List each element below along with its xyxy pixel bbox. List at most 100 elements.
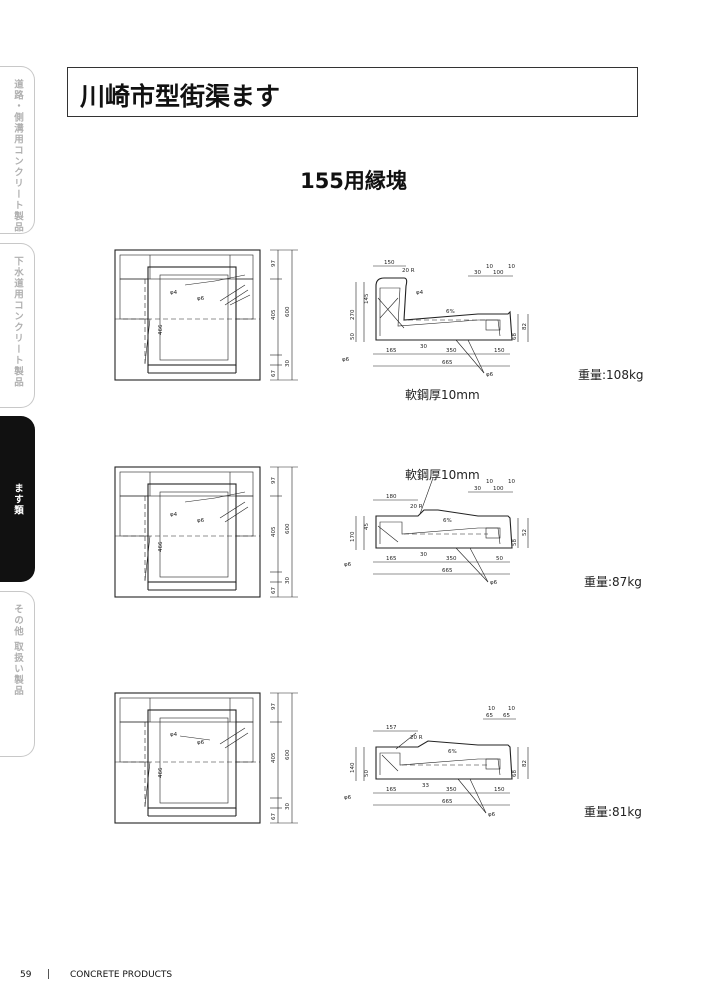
dim-label: 150 [494,787,505,793]
dim-label: 150 [494,348,505,354]
weight-label-2: 重量:87kg [584,575,642,589]
dim-label: 466 [158,324,164,335]
dim-label: φ4 [416,290,424,296]
dim-label: 30 [285,360,291,367]
section-view-drawing-3: 157 20 R 10 10 65 65 6% 140 50 φ6 165 33… [344,706,529,818]
dim-label: 82 [522,323,528,330]
sidebar-tab-road-products[interactable]: 道路・側溝用コンクリート製品 [0,66,35,234]
sidebar-tab-label: 下水道用コンクリート製品 [12,256,23,388]
dim-label: φ4 [170,512,178,518]
dim-label: 100 [493,486,504,492]
dim-label: 67 [271,370,277,377]
dim-label: 58 [512,539,518,546]
dim-label: φ6 [197,740,205,746]
dim-label: 350 [446,787,457,793]
dim-label: φ4 [170,290,178,296]
sidebar-tab-label: ます類 [12,482,23,516]
dim-label: 145 [364,293,370,304]
dim-label: 30 [420,552,427,558]
dim-label: φ6 [344,795,352,801]
weight-label-3: 重量:81kg [584,805,642,819]
dim-label: 50 [350,333,356,340]
dim-label: 52 [522,529,528,536]
dim-label: 20 R [410,504,423,510]
dim-label: 30 [474,486,481,492]
dim-label: 350 [446,348,457,354]
dim-label: 466 [158,541,164,552]
dim-label: 405 [271,526,277,537]
section-view-drawing-2: 180 20 R 10 10 30 100 6% 170 45 φ6 165 3… [344,477,529,586]
dim-label: 82 [522,760,528,767]
dim-label: φ6 [197,518,205,524]
dim-label: 67 [271,813,277,820]
dim-label: φ4 [170,732,178,738]
section-view-drawing-1: 150 20 R 10 10 30 100 φ4 6% 270 145 50 φ… [342,260,529,378]
dim-label: 466 [158,767,164,778]
dim-label: φ6 [344,562,352,568]
dim-label: 65 [503,713,510,719]
dim-label: 30 [285,577,291,584]
dim-label: 45 [364,523,370,530]
dim-label: 97 [271,703,277,710]
dim-label: 20 R [410,735,423,741]
dim-label: 405 [271,752,277,763]
sidebar-tab-masu[interactable]: ます類 [0,416,35,582]
dim-label: 140 [350,762,356,773]
dim-label: 30 [420,344,427,350]
dim-label: 68 [512,333,518,340]
dim-label: 6% [448,749,457,755]
dim-label: 180 [386,494,397,500]
dim-label: 600 [285,306,291,317]
dim-label: 30 [285,803,291,810]
mild-steel-note-2: 軟鋼厚10mm [405,468,480,482]
dim-label: 150 [384,260,395,266]
page-title: 川崎市型街渠ます [80,82,281,111]
dim-label: 97 [271,477,277,484]
dim-label: 10 [508,479,515,485]
dim-label: 10 [508,706,515,712]
dim-label: 20 R [402,268,415,274]
sidebar-tab-sewer-products[interactable]: 下水道用コンクリート製品 [0,243,35,408]
dim-label: 65 [486,713,493,719]
dim-label: 665 [442,568,453,574]
dim-label: 10 [486,264,493,270]
dim-label: 165 [386,787,397,793]
dim-label: 50 [496,556,503,562]
dim-label: 6% [446,309,455,315]
dim-label: 600 [285,523,291,534]
dim-label: 165 [386,556,397,562]
section-subtitle: 155用縁塊 [300,169,407,193]
dim-label: 665 [442,799,453,805]
dim-label: 165 [386,348,397,354]
dim-label: 100 [493,270,504,276]
page-number: 59 [20,970,32,980]
dim-label: 10 [508,264,515,270]
dim-label: φ6 [486,372,494,378]
plan-view-drawing-1: 97 405 600 30 67 466 φ4 φ6 [114,249,298,381]
dim-label: 30 [474,270,481,276]
dim-label: 67 [271,587,277,594]
sidebar-tab-label: その他 取扱い製品 [12,604,23,697]
dim-label: φ6 [197,296,205,302]
dim-label: 665 [442,360,453,366]
dim-label: 68 [512,770,518,777]
dim-label: 350 [446,556,457,562]
dim-label: 97 [271,260,277,267]
dim-label: 405 [271,309,277,320]
title-box: 川崎市型街渠ます [67,67,638,117]
dim-label: 6% [443,518,452,524]
dim-label: 50 [364,770,370,777]
dim-label: φ6 [490,580,498,586]
sidebar-tab-other-products[interactable]: その他 取扱い製品 [0,591,35,757]
dim-label: φ6 [488,812,496,818]
weight-label-1: 重量:108kg [578,368,644,382]
dim-label: 170 [350,531,356,542]
footer-divider [48,969,49,979]
dim-label: 157 [386,725,397,731]
dim-label: 600 [285,749,291,760]
sidebar-tab-label: 道路・側溝用コンクリート製品 [12,79,23,233]
plan-view-drawing-2: 97 405 600 30 67 466 φ4 φ6 [114,466,298,598]
dim-label: 10 [486,479,493,485]
dim-label: 33 [422,783,429,789]
footer-label: CONCRETE PRODUCTS [70,970,173,980]
